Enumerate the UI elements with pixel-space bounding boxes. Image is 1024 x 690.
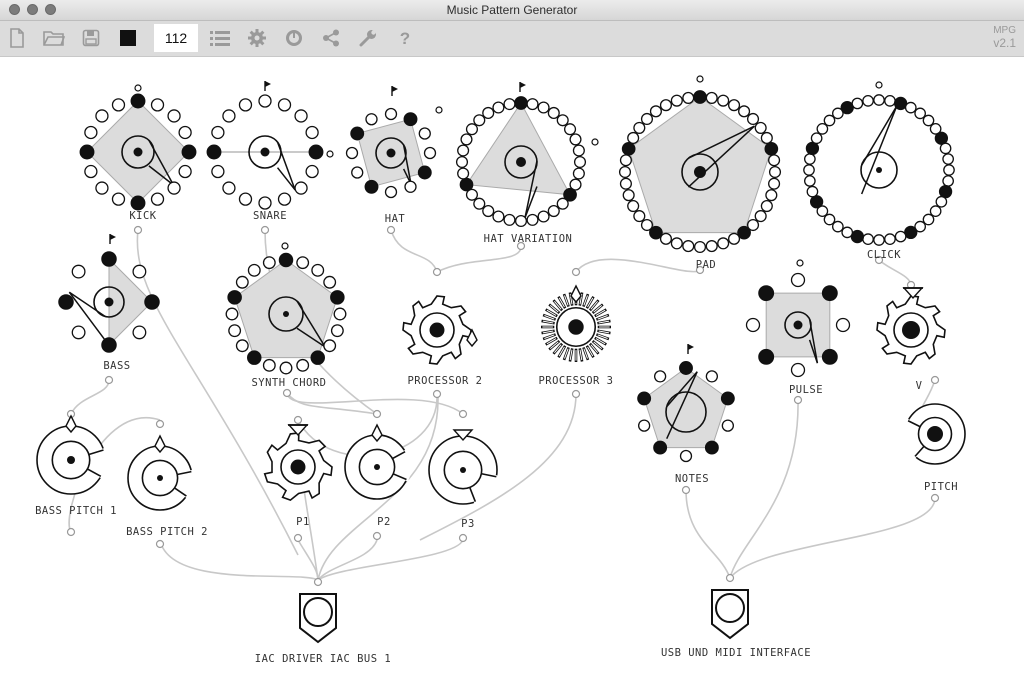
label-processor-2: PROCESSOR 2 [407,375,482,387]
label-hat-variation: HAT VARIATION [484,233,573,245]
label-processor-3: PROCESSOR 3 [538,375,613,387]
ports [66,225,940,587]
label-p1: P1 [296,516,310,528]
node-pitch[interactable] [902,403,966,465]
svg-text:?: ? [400,29,410,47]
title-bar: Music Pattern Generator [0,0,1024,21]
close-window-button[interactable] [9,4,20,15]
label-bass: BASS [103,360,130,372]
label-p3: P3 [461,518,475,530]
label-hat: HAT [385,213,406,225]
wrench-icon[interactable] [357,27,379,49]
node-processor-3[interactable] [541,284,611,362]
window-controls [9,4,56,15]
label-usb-midi: USB UND MIDI INTERFACE [661,647,811,659]
node-hat-variation[interactable] [455,82,599,228]
node-pulse[interactable] [745,259,851,378]
node-pad[interactable] [618,75,782,254]
tempo-field[interactable]: 112 [154,24,198,52]
share-icon[interactable] [320,27,342,49]
node-bass-pitch-2[interactable] [127,434,195,511]
label-snare: SNARE [253,210,287,222]
open-folder-icon[interactable] [43,27,65,49]
node-p2[interactable] [344,423,412,500]
node-processor-2[interactable] [402,295,478,365]
node-v[interactable] [876,287,946,365]
label-pulse: PULSE [789,384,823,396]
label-v: V [916,380,923,392]
node-hat[interactable] [345,86,443,199]
usb-output-device[interactable] [711,589,749,640]
node-kick[interactable] [79,84,197,211]
window-title: Music Pattern Generator [446,3,578,17]
label-pitch: PITCH [924,481,958,493]
node-notes[interactable] [637,344,735,463]
node-click[interactable] [803,81,955,246]
label-bass-pitch-2: BASS PITCH 2 [126,526,208,538]
node-bass-pitch-1[interactable] [36,414,108,495]
pattern-canvas[interactable]: KICK SNARE HAT HAT VARIATION PAD CLICK B… [0,57,1024,690]
node-bass[interactable] [58,234,160,353]
label-pad: PAD [696,259,716,271]
label-click: CLICK [867,249,901,261]
new-file-icon[interactable] [6,27,28,49]
toolbar: 112 ? MPG v2.1 [0,21,1024,57]
dial-icon[interactable] [283,27,305,49]
save-icon[interactable] [80,27,102,49]
node-p3[interactable] [428,429,499,505]
node-synth-chord[interactable] [225,242,347,375]
stop-icon[interactable] [117,27,139,49]
label-kick: KICK [129,210,156,222]
node-snare[interactable] [206,81,334,210]
help-icon[interactable]: ? [394,27,416,49]
gear-icon[interactable] [246,27,268,49]
list-icon[interactable] [209,27,231,49]
label-notes: NOTES [675,473,709,485]
minimize-window-button[interactable] [27,4,38,15]
version-badge: MPG v2.1 [993,25,1016,50]
label-iac-driver: IAC DRIVER IAC BUS 1 [255,653,391,665]
iac-output-device[interactable] [299,593,337,644]
node-labels: KICK SNARE HAT HAT VARIATION PAD CLICK B… [35,210,958,665]
label-bass-pitch-1: BASS PITCH 1 [35,505,117,517]
label-p2: P2 [377,516,391,528]
label-synth-chord: SYNTH CHORD [251,377,326,389]
node-p1[interactable] [263,424,333,502]
zoom-window-button[interactable] [45,4,56,15]
